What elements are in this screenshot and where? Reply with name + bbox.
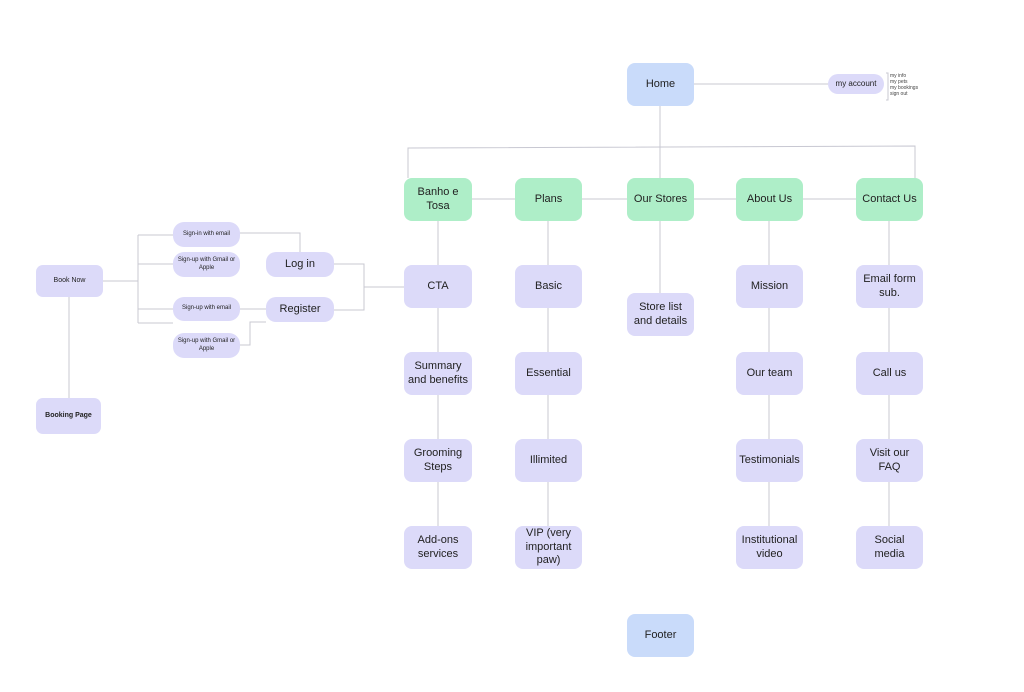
page-social-media[interactable]: Social media bbox=[856, 526, 923, 569]
section-our-stores[interactable]: Our Stores bbox=[627, 178, 694, 221]
book-now-node[interactable]: Book Now bbox=[36, 265, 103, 297]
page-vip[interactable]: VIP (very important paw) bbox=[515, 526, 582, 569]
page-store-list[interactable]: Store list and details bbox=[627, 293, 694, 336]
page-our-team[interactable]: Our team bbox=[736, 352, 803, 395]
section-about-us[interactable]: About Us bbox=[736, 178, 803, 221]
section-contact-us[interactable]: Contact Us bbox=[856, 178, 923, 221]
my-account-node[interactable]: my account bbox=[828, 74, 884, 94]
signup-email-node[interactable]: Sign-up with email bbox=[173, 297, 240, 321]
section-banho-e-tosa[interactable]: Banho e Tosa bbox=[404, 178, 472, 221]
page-testimonials[interactable]: Testimonials bbox=[736, 439, 803, 482]
account-item-my-bookings: my bookings bbox=[890, 85, 919, 91]
account-item-my-pets: my pets bbox=[890, 79, 908, 85]
page-summary-and-benefits[interactable]: Summary and benefits bbox=[404, 352, 472, 395]
page-essential[interactable]: Essential bbox=[515, 352, 582, 395]
page-basic[interactable]: Basic bbox=[515, 265, 582, 308]
page-email-form[interactable]: Email form sub. bbox=[856, 265, 923, 308]
footer-node[interactable]: Footer bbox=[627, 614, 694, 657]
section-plans[interactable]: Plans bbox=[515, 178, 582, 221]
page-add-ons-services[interactable]: Add-ons services bbox=[404, 526, 472, 569]
page-cta[interactable]: CTA bbox=[404, 265, 472, 308]
login-node[interactable]: Log in bbox=[266, 252, 334, 277]
page-institutional-video[interactable]: Institutional video bbox=[736, 526, 803, 569]
signup-gmail-node-2[interactable]: Sign-up with Gmail or Apple bbox=[173, 333, 240, 358]
account-menu-list: my info my pets my bookings sign out bbox=[890, 73, 918, 97]
signin-email-node[interactable]: Sign-in with email bbox=[173, 222, 240, 247]
page-call-us[interactable]: Call us bbox=[856, 352, 923, 395]
page-visit-faq[interactable]: Visit our FAQ bbox=[856, 439, 923, 482]
home-node[interactable]: Home bbox=[627, 63, 694, 106]
signup-gmail-node-1[interactable]: Sign-up with Gmail or Apple bbox=[173, 252, 240, 277]
page-mission[interactable]: Mission bbox=[736, 265, 803, 308]
account-item-sign-out: sign out bbox=[890, 91, 908, 97]
booking-page-node[interactable]: Booking Page bbox=[36, 398, 101, 434]
register-node[interactable]: Register bbox=[266, 297, 334, 322]
page-illimited[interactable]: Illimited bbox=[515, 439, 582, 482]
account-item-my-info: my info bbox=[890, 73, 907, 79]
page-grooming-steps[interactable]: Grooming Steps bbox=[404, 439, 472, 482]
